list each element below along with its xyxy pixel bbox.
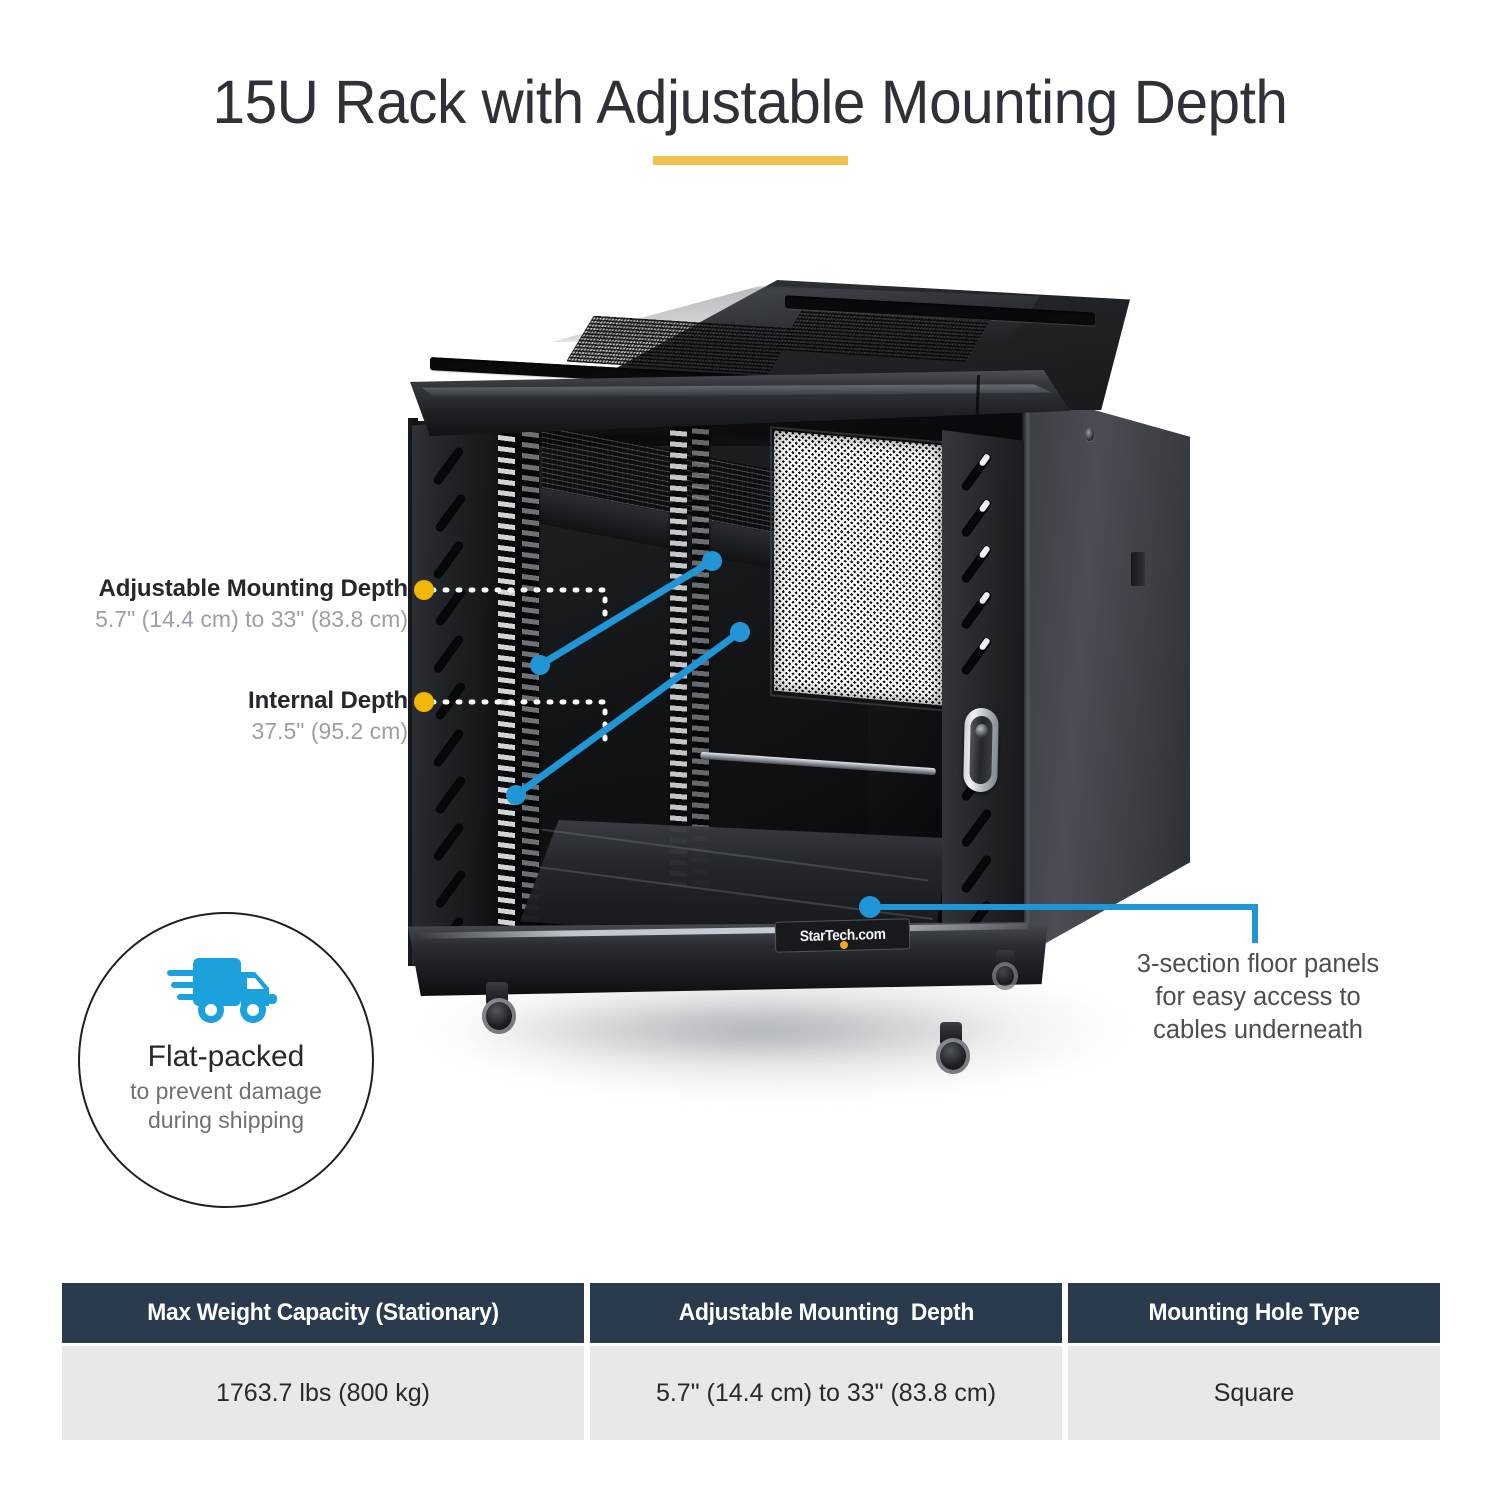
title-block: 15U Rack with Adjustable Mounting Depth <box>0 68 1500 166</box>
ventilation-slot <box>433 680 468 722</box>
table-header-cell: Max Weight Capacity (Stationary) <box>62 1283 584 1343</box>
ventilation-slot <box>959 853 994 895</box>
side-door-panel <box>1030 392 1190 952</box>
ventilation-slot <box>433 492 468 534</box>
door-keyhole-icon <box>1085 428 1094 441</box>
badge-subtitle-line: during shipping <box>147 1106 304 1133</box>
table-header-cell: Mounting Hole Type <box>1068 1283 1440 1343</box>
rear-mesh-frame <box>770 426 948 712</box>
table-header-row: Max Weight Capacity (Stationary) Adjusta… <box>62 1283 1440 1343</box>
ventilation-slot <box>959 589 994 631</box>
ventilation-slot <box>431 445 466 487</box>
spec-table: Max Weight Capacity (Stationary) Adjusta… <box>62 1283 1440 1440</box>
ventilation-slot <box>959 497 994 539</box>
title-underline <box>652 156 848 166</box>
ventilation-slot <box>433 868 468 910</box>
table-header-text: Adjustable Mounting Depth <box>678 1299 974 1326</box>
caster-wheel <box>482 998 516 1034</box>
ventilation-slot <box>431 821 466 863</box>
server-rack-cabinet: StarTech.com <box>370 260 1200 1074</box>
table-cell: Square <box>1068 1346 1440 1440</box>
badge-title: Flat-packed <box>147 1040 305 1073</box>
table-row: 1763.7 lbs (800 kg) 5.7" (14.4 cm) to 33… <box>62 1346 1440 1440</box>
callout-line: 3-section floor panels <box>1136 950 1380 978</box>
table-cell: 1763.7 lbs (800 kg) <box>62 1346 584 1440</box>
callout-value: 37.5" (95.2 cm) <box>251 718 408 745</box>
ventilation-slot <box>433 586 468 628</box>
mounting-rail-front-left-inner <box>522 430 539 934</box>
callout-title: Internal Depth <box>248 687 408 714</box>
ventilation-slot <box>959 451 994 493</box>
badge-subtitle-line: to prevent damage <box>130 1078 322 1104</box>
callout-value: 5.7" (14.4 cm) to 33" (83.8 cm) <box>95 606 408 633</box>
delivery-truck-icon <box>167 958 277 1023</box>
table-header-text: Max Weight Capacity (Stationary) <box>147 1299 499 1326</box>
ventilation-slot <box>959 635 994 677</box>
ventilation-slot <box>431 633 466 675</box>
mounting-rail-front-left <box>498 434 515 928</box>
floor-shadow-core <box>465 995 1025 1065</box>
callout-internal-depth: Internal Depth 37.5" (95.2 cm) <box>58 686 408 746</box>
mounting-rail-rear-left <box>670 419 687 891</box>
table-header-cell: Adjustable Mounting Depth <box>590 1283 1062 1343</box>
ventilation-slot <box>959 807 994 849</box>
front-post-left <box>412 420 498 965</box>
caster-wheel <box>992 962 1018 990</box>
callout-title: Adjustable Mounting Depth <box>98 575 409 602</box>
table-header-text: Mounting Hole Type <box>1148 1299 1360 1326</box>
callout-line: for easy access to <box>1155 983 1361 1012</box>
front-post-right <box>942 430 1024 970</box>
callout-line: cables underneath <box>1153 1016 1363 1045</box>
ventilation-slot <box>959 543 994 585</box>
caster-wheel <box>936 1038 970 1074</box>
door-hinge <box>1131 552 1145 586</box>
ventilation-slot <box>431 727 466 769</box>
flat-packed-badge: Flat-packed to prevent damage during shi… <box>78 912 374 1208</box>
mounting-rail-rear-left-inner <box>692 417 709 889</box>
table-cell: 5.7" (14.4 cm) to 33" (83.8 cm) <box>590 1346 1062 1440</box>
product-image: StarTech.com <box>370 260 1200 1110</box>
callout-adjustable-mounting-depth: Adjustable Mounting Depth 5.7" (14.4 cm)… <box>58 574 408 634</box>
ventilation-slot <box>433 774 468 816</box>
ventilation-slot <box>431 539 466 581</box>
badge-subtitle: to prevent damage during shipping <box>130 1077 322 1135</box>
callout-floor-panels: 3-section floor panels for easy access t… <box>1108 948 1408 1047</box>
page-title: 15U Rack with Adjustable Mounting Depth <box>212 68 1288 136</box>
door-latch-handle <box>963 707 999 793</box>
